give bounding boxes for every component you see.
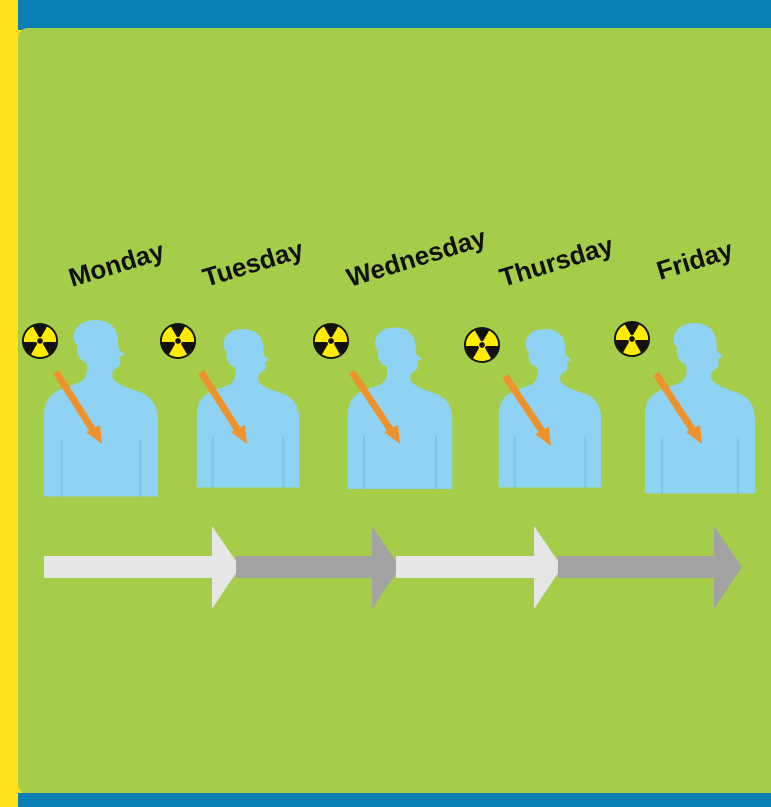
- timeline-arrow-2: [236, 526, 400, 609]
- day-label-tuesday: Tuesday: [199, 234, 307, 293]
- day-label-thursday: Thursday: [496, 230, 617, 293]
- radiation-icon: [160, 323, 196, 359]
- day-label-wednesday: Wednesday: [343, 222, 490, 293]
- timeline-arrow-1: [44, 526, 240, 609]
- radiation-icon: [313, 323, 349, 359]
- person-silhouette: [44, 320, 158, 497]
- person-silhouette: [197, 329, 299, 488]
- person-silhouette: [348, 327, 452, 489]
- day-label-friday: Friday: [653, 234, 737, 286]
- radiation-icon: [22, 323, 58, 359]
- timeline-arrow-4: [558, 526, 742, 609]
- radiation-icon: [464, 327, 500, 363]
- radiation-icon: [614, 321, 650, 357]
- person-silhouette: [499, 329, 601, 488]
- day-label-monday: Monday: [65, 235, 168, 293]
- timeline-arrow-3: [396, 526, 562, 609]
- person-silhouette: [645, 323, 755, 494]
